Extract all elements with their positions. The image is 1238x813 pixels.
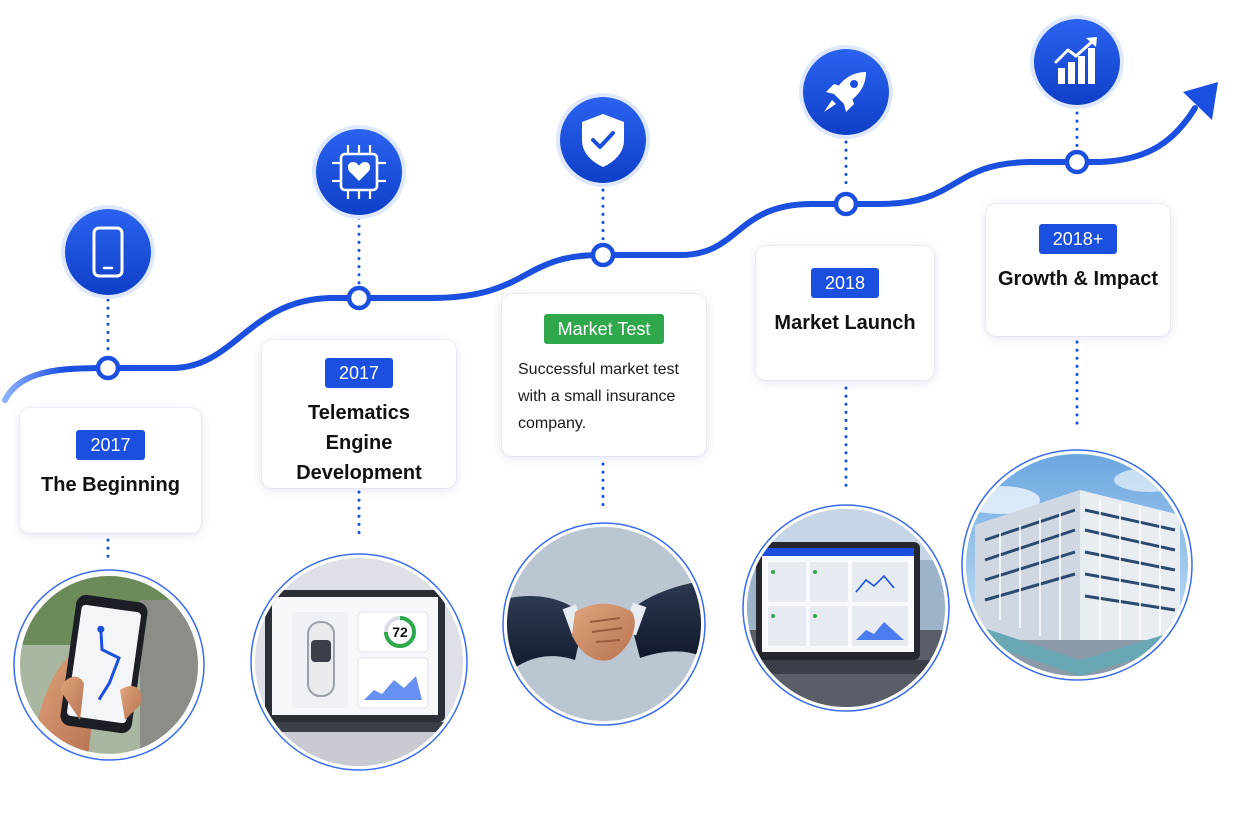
smartphone-icon	[61, 205, 155, 299]
milestone-title: Growth & Impact	[997, 268, 1158, 290]
milestone-card-market-test: Market Test Successful market test with …	[502, 294, 706, 456]
growth-chart-icon	[1030, 15, 1124, 109]
year-badge: 2017	[76, 430, 145, 460]
photo-handshake	[502, 522, 706, 726]
milestone-card-market-launch: 2018 Market Launch	[756, 246, 934, 380]
photo-laptop-score: 72	[250, 553, 468, 771]
photo-office-building	[961, 449, 1193, 681]
year-badge: 2018	[810, 268, 880, 298]
chip-heart-icon	[312, 125, 406, 219]
arrow-head-icon	[1183, 82, 1218, 120]
year-badge: 2017	[324, 358, 394, 388]
market-test-badge: Market Test	[543, 314, 665, 344]
milestone-title: Market Launch	[774, 312, 916, 334]
photo-laptop-analytics	[742, 504, 950, 712]
rocket-icon	[799, 45, 893, 139]
milestone-card-telematics: 2017 Telematics Engine Development	[262, 340, 456, 488]
shield-check-icon	[556, 93, 650, 187]
year-badge: 2018+	[1038, 224, 1118, 254]
milestone-card-growth: 2018+ Growth & Impact	[986, 204, 1170, 336]
connectors	[106, 111, 1079, 565]
milestone-card-beginning: 2017 The Beginning	[20, 408, 201, 533]
milestone-title: The Beginning	[41, 474, 180, 496]
milestone-title: Telematics Engine Development	[296, 402, 422, 484]
milestone-description: Successful market test with a small insu…	[518, 361, 679, 432]
timeline-nodes	[95, 149, 1090, 381]
photo-hand-phone	[13, 569, 205, 761]
score-value: 72	[392, 624, 408, 640]
